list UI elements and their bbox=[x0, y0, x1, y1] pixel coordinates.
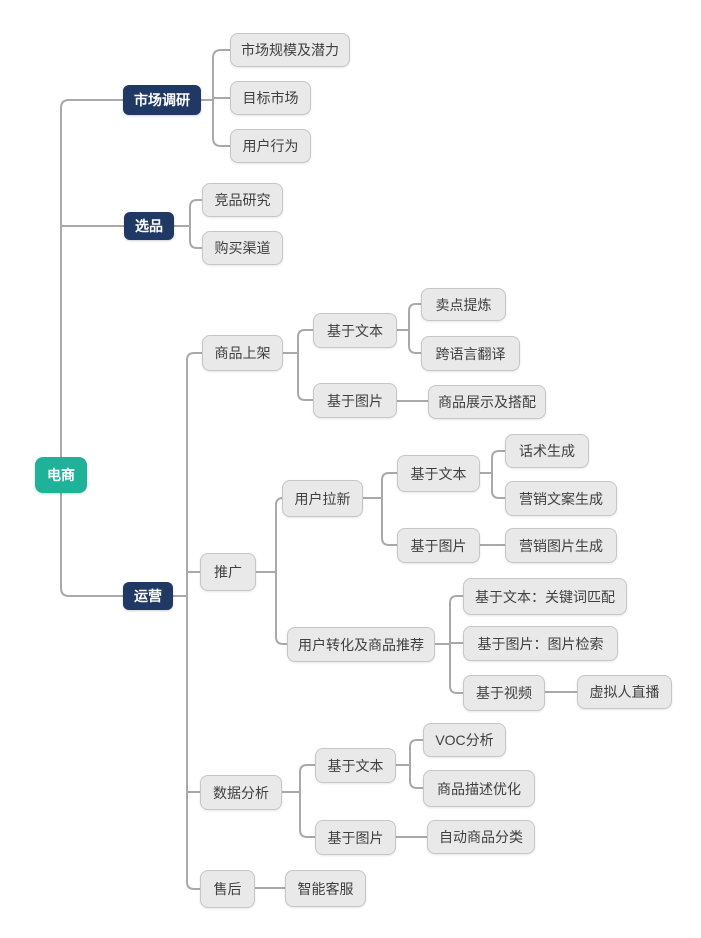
node-selling-point-extraction[interactable]: 卖点提炼 bbox=[421, 288, 506, 321]
edge-acquisition-trunk bbox=[381, 472, 398, 546]
node-product-selection[interactable]: 选品 bbox=[124, 212, 174, 240]
node-user-behavior[interactable]: 用户行为 bbox=[230, 129, 311, 163]
edge-root-trunk bbox=[60, 99, 124, 597]
edge-conversion-trunk bbox=[449, 595, 464, 694]
node-target-market[interactable]: 目标市场 bbox=[230, 81, 311, 115]
edge-promotion-trunk bbox=[275, 497, 288, 645]
node-virtual-host-livestream[interactable]: 虚拟人直播 bbox=[577, 675, 672, 709]
node-product-listing[interactable]: 商品上架 bbox=[202, 335, 283, 371]
edge-listing-text-trunk bbox=[408, 303, 422, 354]
edge-operations-trunk bbox=[186, 352, 203, 890]
node-purchase-channel[interactable]: 购买渠道 bbox=[202, 231, 283, 265]
node-marketing-copy-generation[interactable]: 营销文案生成 bbox=[505, 481, 617, 516]
node-image-retrieval[interactable]: 基于图片：图片检索 bbox=[463, 626, 618, 661]
node-root-ecommerce[interactable]: 电商 bbox=[35, 457, 87, 493]
node-smart-customer-service[interactable]: 智能客服 bbox=[285, 870, 366, 907]
node-voc-analysis[interactable]: VOC分析 bbox=[423, 723, 506, 757]
node-marketing-image-generation[interactable]: 营销图片生成 bbox=[505, 528, 617, 563]
node-acquisition-image-based[interactable]: 基于图片 bbox=[397, 528, 480, 563]
node-acquisition-text-based[interactable]: 基于文本 bbox=[397, 455, 480, 492]
node-after-sales[interactable]: 售后 bbox=[200, 870, 255, 908]
node-competitor-research[interactable]: 竞品研究 bbox=[202, 183, 283, 217]
node-market-research[interactable]: 市场调研 bbox=[123, 85, 201, 115]
node-description-optimization[interactable]: 商品描述优化 bbox=[423, 770, 535, 807]
node-cross-language-translation[interactable]: 跨语言翻译 bbox=[421, 336, 520, 371]
node-promotion[interactable]: 推广 bbox=[200, 553, 256, 591]
edge-acq-text-trunk bbox=[491, 450, 506, 499]
node-analysis-image-based[interactable]: 基于图片 bbox=[315, 820, 396, 855]
node-analysis-text-based[interactable]: 基于文本 bbox=[315, 748, 396, 783]
node-data-analysis[interactable]: 数据分析 bbox=[200, 775, 282, 810]
edge-analysis-trunk bbox=[299, 764, 316, 838]
node-text-keyword-matching[interactable]: 基于文本：关键词匹配 bbox=[463, 578, 627, 615]
node-video-based[interactable]: 基于视频 bbox=[463, 675, 545, 711]
edge-ana-text-trunk bbox=[409, 739, 424, 789]
node-market-size-potential[interactable]: 市场规模及潜力 bbox=[230, 33, 350, 67]
node-product-display-matching[interactable]: 商品展示及搭配 bbox=[428, 385, 546, 419]
node-user-acquisition[interactable]: 用户拉新 bbox=[282, 480, 363, 517]
node-script-generation[interactable]: 话术生成 bbox=[505, 434, 589, 468]
node-listing-image-based[interactable]: 基于图片 bbox=[313, 383, 397, 418]
node-operations[interactable]: 运营 bbox=[123, 582, 173, 610]
node-listing-text-based[interactable]: 基于文本 bbox=[313, 313, 397, 348]
node-conversion-recommendation[interactable]: 用户转化及商品推荐 bbox=[287, 627, 435, 662]
edge-selection-trunk bbox=[189, 199, 203, 249]
edge-listing-trunk bbox=[297, 329, 314, 401]
node-auto-product-classification[interactable]: 自动商品分类 bbox=[427, 820, 535, 854]
